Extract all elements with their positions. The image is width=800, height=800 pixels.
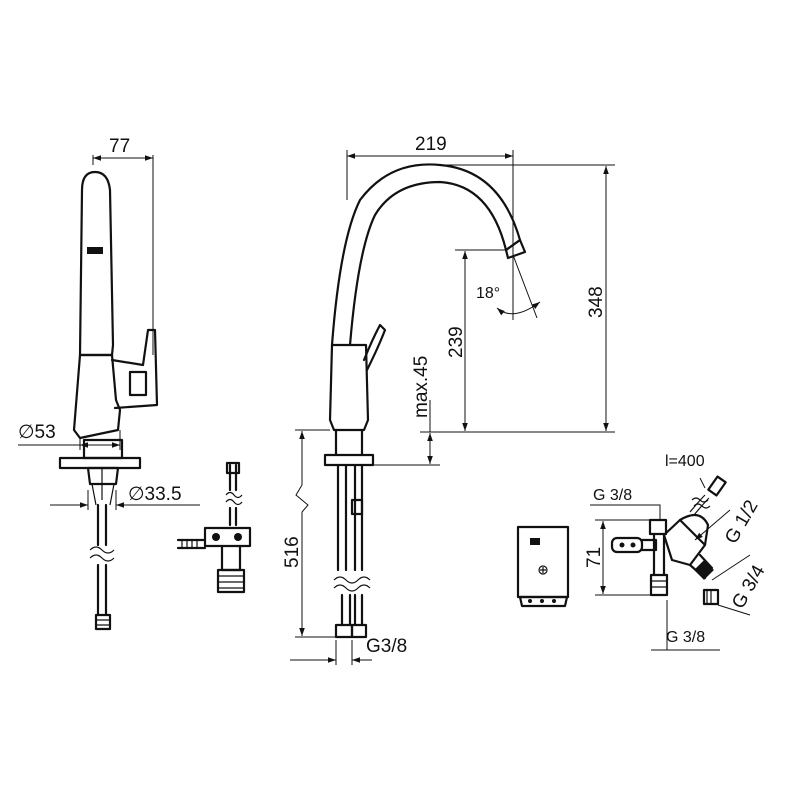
dim-cable-l400-label: l=400 <box>665 453 705 470</box>
dim-516-label: 516 <box>282 536 303 568</box>
dim-219-label: 219 <box>415 134 447 155</box>
dim-g38-bottom-label: G3/8 <box>366 636 407 657</box>
dim-g34-label: G 3/4 <box>728 561 770 612</box>
side-view-faucet <box>18 155 200 631</box>
front-view-faucet <box>290 150 615 665</box>
control-box <box>516 525 570 608</box>
dim-g12-label: G 1/2 <box>721 497 762 548</box>
dim-348-label: 348 <box>586 286 607 318</box>
dim-71-label: 71 <box>584 547 605 568</box>
dim-g38-right-label: G 3/8 <box>666 629 705 646</box>
dim-g38-top-label: G 3/8 <box>593 487 632 504</box>
dim-diameter-33-5-label: ∅33.5 <box>128 484 182 505</box>
dim-angle-18-label: 18° <box>476 285 500 302</box>
dim-77-label: 77 <box>109 136 130 157</box>
aerator-mark <box>87 247 103 254</box>
dim-diameter-53-label: ∅53 <box>18 422 56 443</box>
dim-max-45-label: max.45 <box>411 356 432 418</box>
solenoid-valve-assembly <box>590 475 751 651</box>
dim-239-label: 239 <box>446 326 467 358</box>
connection-kit <box>176 461 252 594</box>
